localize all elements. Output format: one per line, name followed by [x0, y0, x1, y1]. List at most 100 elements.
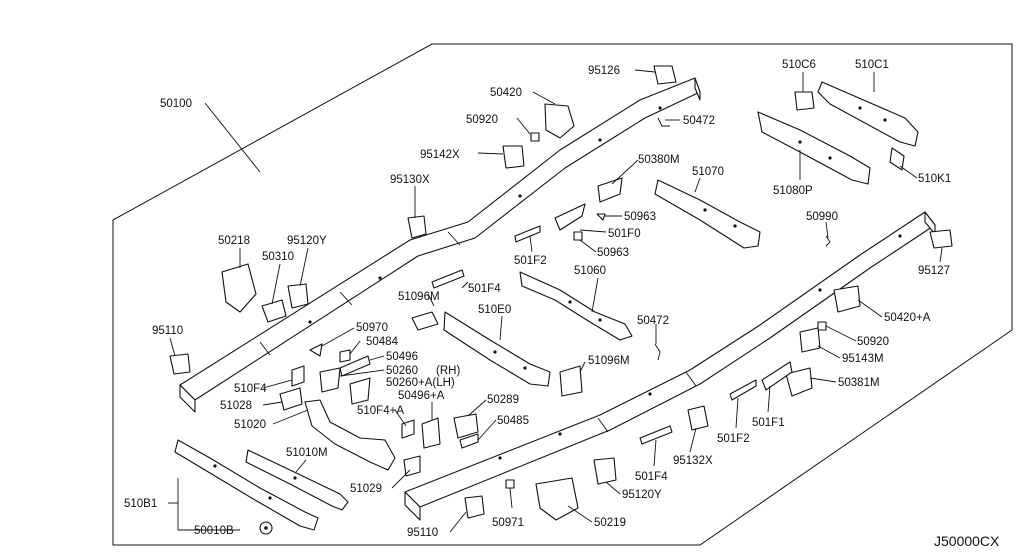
bracket-50381m: [785, 367, 813, 397]
callout-501f1: 501F1: [752, 417, 785, 429]
crossmember-51070: [654, 179, 761, 249]
crossmember-51010m: [245, 449, 349, 511]
crossmember-510c1: [817, 81, 919, 147]
callout-95110-b: 95110: [407, 527, 438, 539]
clip-50920b: [817, 321, 827, 331]
callout-51080p: 51080P: [773, 185, 813, 197]
callout-50920: 50920: [466, 114, 498, 126]
callout-95143m: 95143M: [842, 353, 884, 365]
crossmember-510e0: [443, 311, 551, 387]
callout-50496: 50496: [386, 351, 418, 363]
callout-510k1: 510K1: [918, 173, 951, 185]
callout-95130x: 95130X: [390, 174, 430, 186]
bracket-95110a: [169, 353, 191, 375]
bracket-501f1: [761, 361, 793, 391]
left-side-rail: [179, 77, 701, 413]
bracket-51096mb: [559, 365, 583, 397]
callout-50485: 50485: [497, 415, 529, 427]
callout-510b1: 510B1: [124, 498, 157, 510]
callout-51060: 51060: [574, 265, 606, 277]
crossmember-51060: [519, 271, 633, 341]
bracket-95110b: [464, 495, 485, 519]
bracket-501f2a: [514, 225, 541, 243]
bumper-nut-50010b: [259, 521, 273, 535]
clip-50963a: [596, 213, 606, 221]
callout-51070: 51070: [692, 166, 724, 178]
bracket-95127: [929, 229, 953, 249]
bracket-95143m: [799, 327, 821, 353]
callout-50963-a: 50963: [624, 211, 656, 223]
callout-501f2-a: 501F2: [514, 255, 547, 267]
bracket-95132x: [687, 405, 709, 431]
bracket-50310: [261, 299, 287, 323]
callout-51020: 51020: [234, 419, 266, 431]
bracket-50219: [535, 477, 579, 521]
callout-95110-a: 95110: [152, 325, 183, 337]
callout-50260a-lh: 50260+A(LH): [386, 377, 455, 389]
callout-50010b: 50010B: [194, 525, 234, 537]
bracket-50496: [339, 355, 371, 377]
bracket-50260a: [349, 377, 371, 405]
callout-labels: 50100 95126 50420 50920 50472 95142X 951…: [124, 59, 951, 539]
callout-50218: 50218: [218, 235, 250, 247]
bracket-50496pa: [421, 417, 441, 449]
callout-50380m: 50380M: [638, 154, 680, 166]
callout-501f2-b: 501F2: [717, 433, 750, 445]
callout-51096m-b: 51096M: [588, 355, 630, 367]
callout-50260: 50260: [386, 365, 418, 377]
callout-50289: 50289: [487, 394, 519, 406]
clip-50963b: [573, 231, 583, 241]
callout-50381m: 50381M: [838, 377, 880, 389]
callout-51010m: 51010M: [286, 447, 328, 459]
clip-50484: [339, 349, 351, 363]
callout-50970: 50970: [356, 322, 388, 334]
bracket-501f4b: [639, 425, 673, 445]
clip-50971: [505, 479, 515, 489]
callout-51028: 51028: [220, 400, 252, 412]
callout-50963-b: 50963: [597, 247, 629, 259]
bracket-95130x: [407, 215, 427, 239]
frame-boundary: [112, 43, 1013, 546]
bracket-501f2b: [729, 379, 757, 401]
callout-510c1: 510C1: [855, 59, 889, 71]
bracket-50260: [319, 367, 341, 393]
callout-50920-b: 50920: [857, 336, 889, 348]
bracket-510f4a: [291, 365, 305, 387]
callout-95120y-a: 95120Y: [287, 235, 327, 247]
clip-50472b: [654, 343, 661, 361]
callout-510f4a: 510F4+A: [357, 405, 404, 417]
callout-510f4-a: 510F4: [234, 383, 267, 395]
callout-50472-b: 50472: [637, 315, 669, 327]
callout-50472-a: 50472: [683, 115, 715, 127]
callout-95127: 95127: [918, 265, 950, 277]
callout-95132x: 95132X: [673, 455, 713, 467]
callout-50496a: 50496+A: [398, 390, 445, 402]
bracket-50420: [544, 103, 575, 139]
bracket-501f0: [554, 203, 586, 231]
clip-50920: [530, 132, 540, 142]
callout-501f0: 501F0: [608, 228, 641, 240]
callout-95120y-b: 95120Y: [622, 489, 662, 501]
bracket-51096ma: [411, 311, 439, 331]
callout-50420: 50420: [490, 87, 522, 99]
bracket-50420a: [833, 285, 861, 313]
callout-frame: 50100: [160, 98, 192, 110]
callout-50484: 50484: [366, 336, 399, 348]
diagram-reference-code: J50000CX: [934, 533, 1000, 549]
callout-50420a: 50420+A: [884, 312, 931, 324]
bracket-50380m: [597, 177, 623, 203]
callout-510e0: 510E0: [478, 304, 511, 316]
callout-510c6: 510C6: [782, 59, 816, 71]
callout-rh-tag: (RH): [436, 365, 460, 377]
bracket-95120ya: [287, 283, 309, 309]
crossmember-51080p: [757, 111, 871, 185]
callout-51096m-a: 51096M: [398, 291, 440, 303]
clip-50970: [309, 343, 323, 357]
front-bumper-510b1: [174, 439, 319, 531]
callout-501f4-b: 501F4: [635, 471, 668, 483]
crossmember-51020: [304, 399, 396, 471]
bracket-95142x: [502, 145, 525, 169]
bracket-510c6: [794, 91, 815, 111]
bracket-51029: [403, 455, 421, 477]
